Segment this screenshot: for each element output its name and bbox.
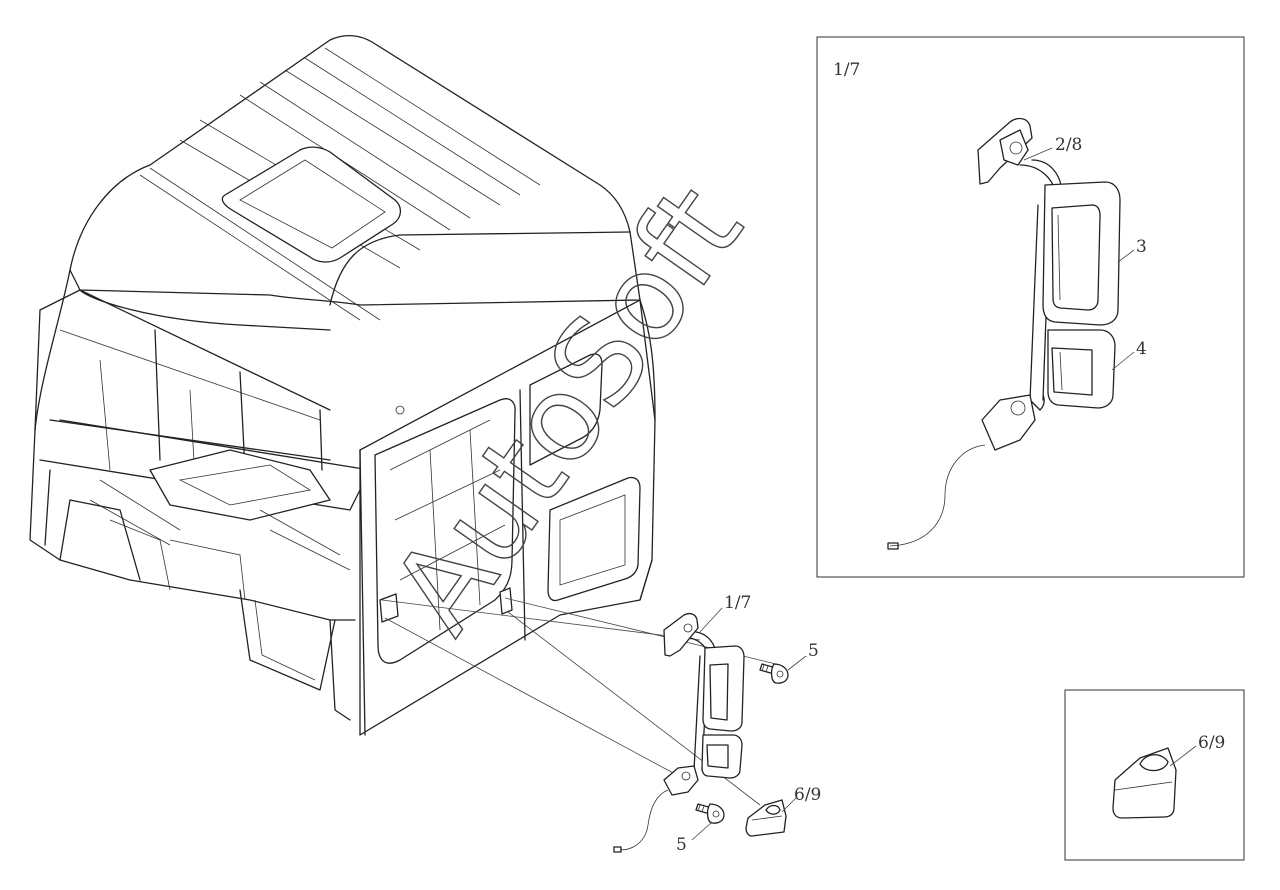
assembly-bolt-lower: 5: [676, 803, 725, 855]
truck-cab: [29, 35, 656, 736]
assembly-label-6-9: 6/9: [794, 785, 821, 805]
detail-box-cover: 6/9: [1064, 689, 1245, 861]
detail-label-4: 4: [1136, 339, 1147, 359]
assembly-label-1-7: 1/7: [724, 593, 751, 613]
assembly-cover: 6/9: [745, 785, 821, 837]
assembly-label-5-upper: 5: [808, 641, 819, 661]
assembly-mirror: 1/7: [613, 593, 751, 853]
detail-label-2-8: 2/8: [1055, 135, 1082, 155]
detail-label-1-7: 1/7: [833, 60, 860, 80]
assembly-label-5-lower: 5: [676, 835, 687, 855]
detail-label-3: 3: [1136, 237, 1147, 257]
detail-label-6-9: 6/9: [1198, 733, 1225, 753]
detail-box-mirror: 1/7 2/8 3 4: [816, 36, 1245, 578]
assembly-bolt-upper: 5: [759, 641, 819, 684]
